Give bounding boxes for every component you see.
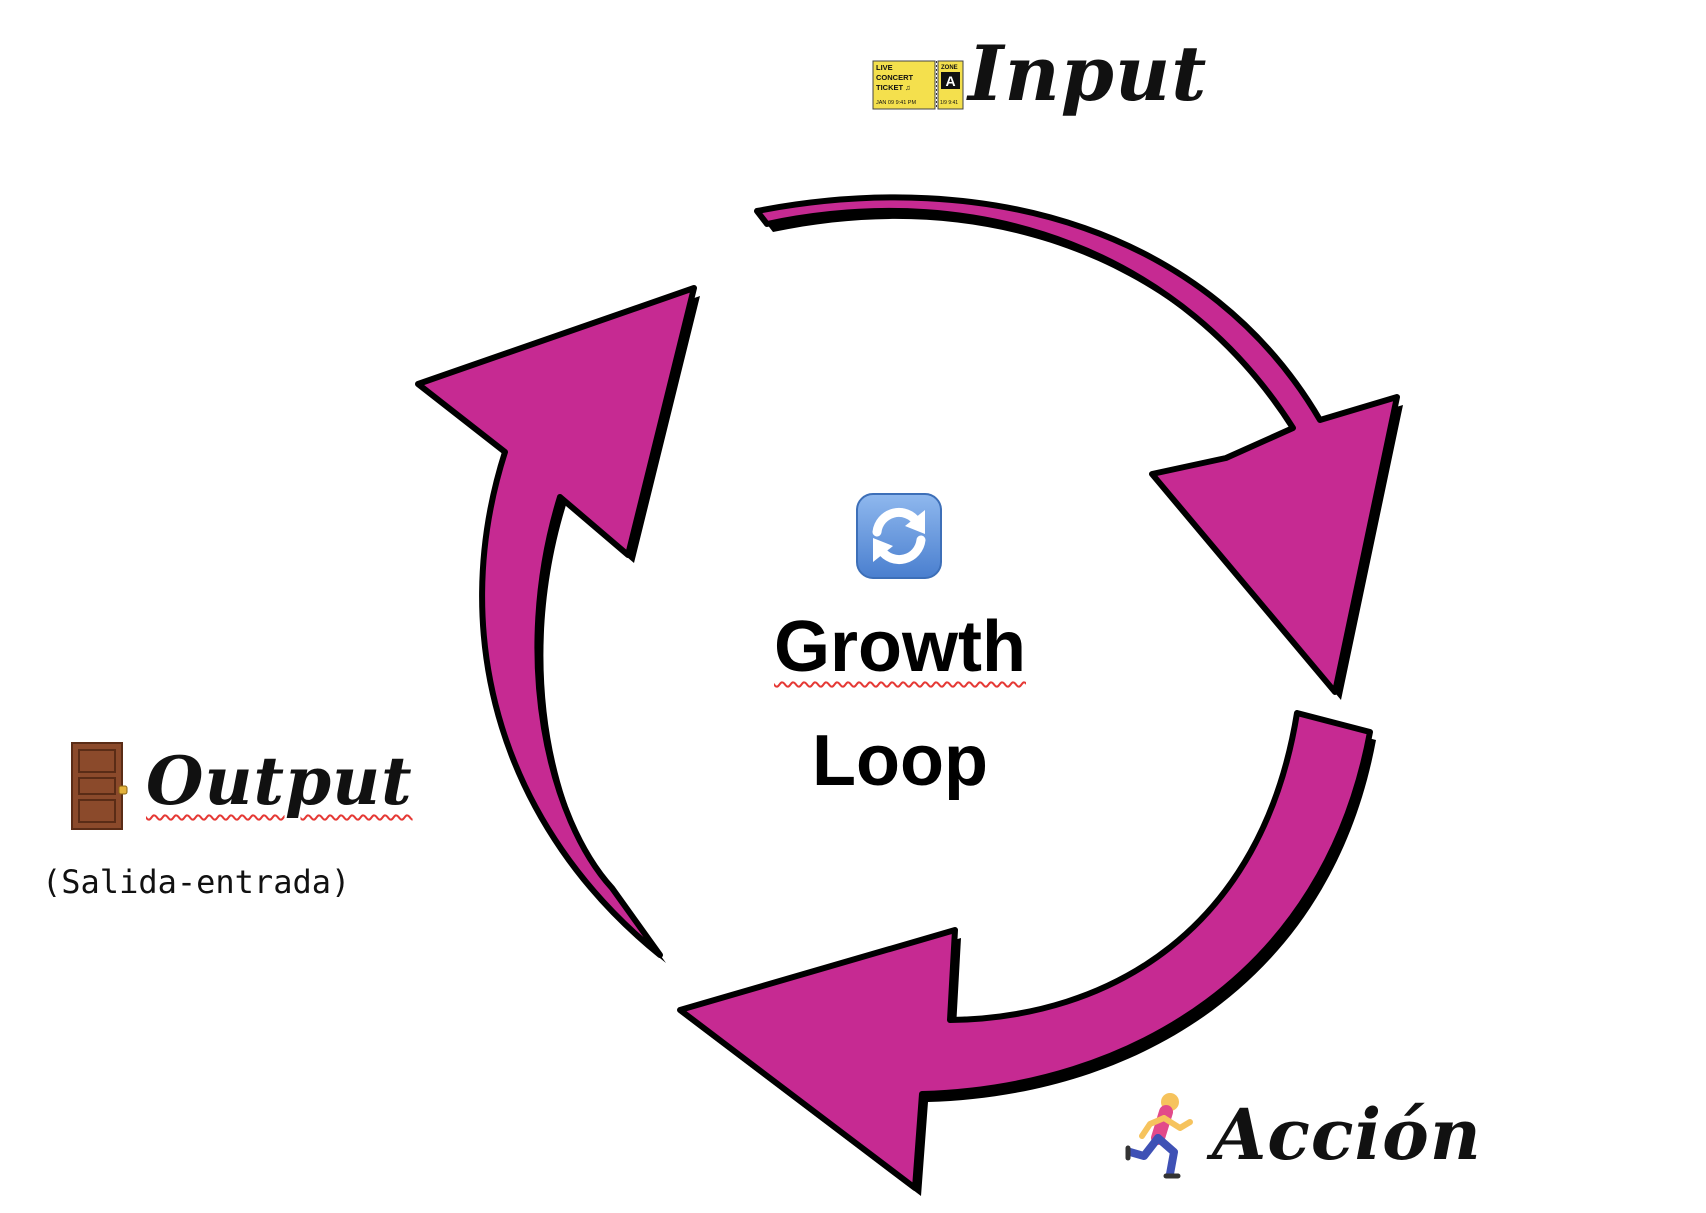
door-icon — [70, 742, 128, 830]
refresh-icon — [855, 492, 943, 580]
center-title-line2: Loop — [812, 721, 988, 801]
ticket-date: JAN 09 9:41 PM — [876, 100, 916, 106]
output-label: Output — [146, 742, 413, 820]
ticket-zone-label: ZONE — [941, 65, 958, 71]
input-label: Input — [968, 29, 1208, 118]
ticket-icon: LIVE CONCERT TICKET ♫ JAN 09 9:41 PM ZON… — [872, 60, 964, 110]
ticket-line1: LIVE — [876, 63, 893, 72]
center-title-line1: Growth — [774, 607, 1026, 687]
accion-label: Acción — [1212, 1093, 1482, 1176]
ticket-line2: CONCERT — [876, 73, 914, 82]
running-person-icon — [1122, 1090, 1206, 1182]
arrow-output-to-input — [415, 285, 700, 963]
ticket-line3: TICKET ♫ — [876, 83, 911, 92]
ticket-stub-date: 1/9 9:41 — [940, 100, 958, 106]
arrow-input-to-accion — [754, 194, 1403, 700]
ticket-zone: A — [945, 73, 955, 89]
arrow-accion-to-output — [677, 710, 1376, 1196]
output-sublabel: (Salida-entrada) — [42, 863, 351, 901]
